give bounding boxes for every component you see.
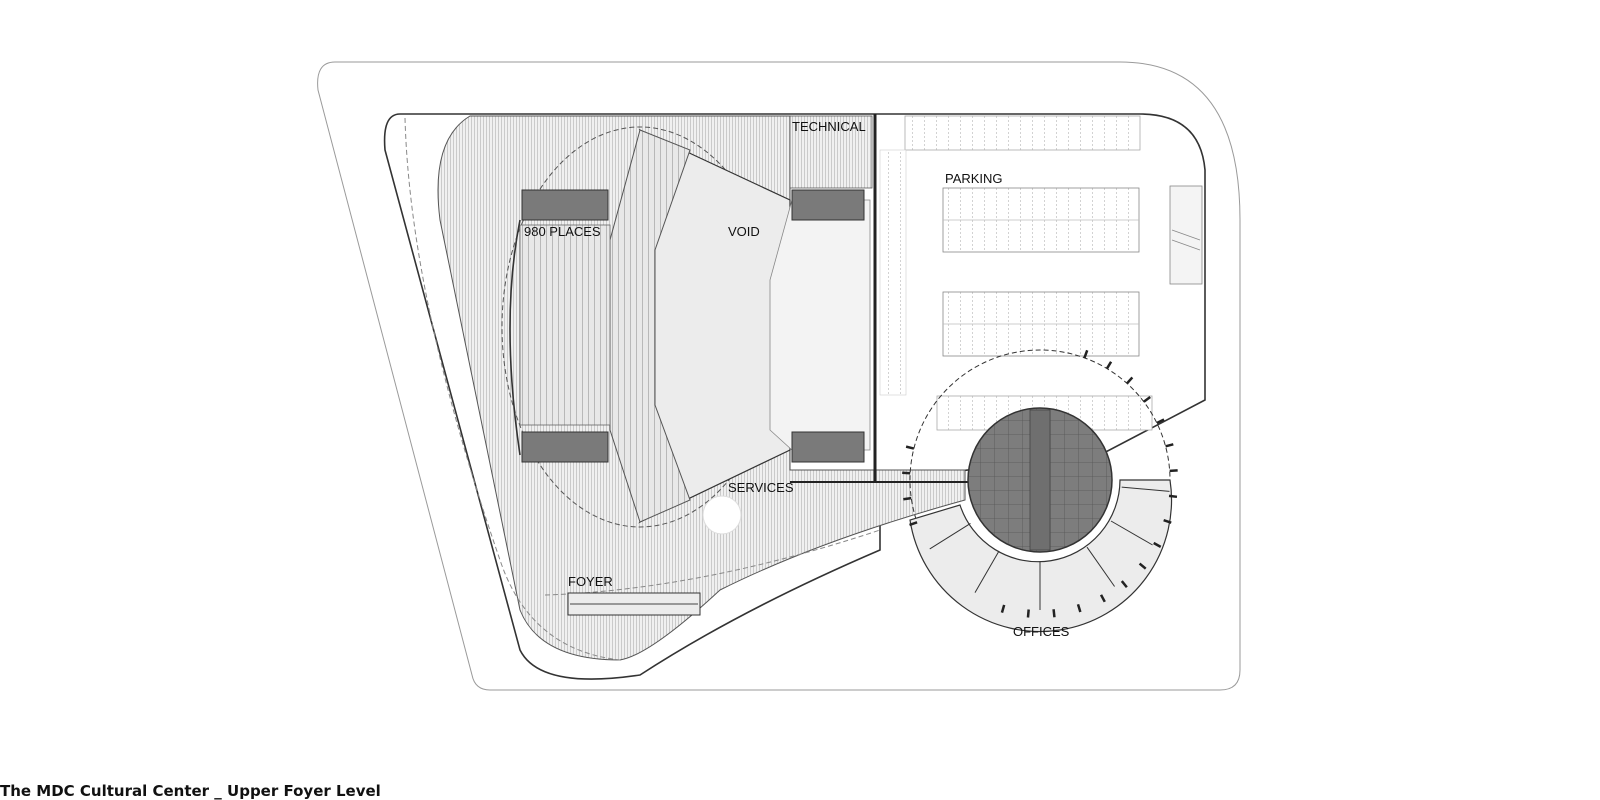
ring-tick xyxy=(1138,562,1147,570)
ring-tick xyxy=(1120,580,1128,589)
core-block-se xyxy=(791,431,865,463)
ring-tick xyxy=(1052,609,1056,618)
ring-tick xyxy=(903,496,912,501)
ring-tick xyxy=(1083,349,1089,359)
inner-curve xyxy=(404,117,621,661)
ring-tick xyxy=(1168,494,1178,499)
parking-ramp-line-1 xyxy=(1171,239,1201,251)
technical-area xyxy=(789,115,873,189)
seating-block xyxy=(519,224,611,426)
ring-tick xyxy=(1163,518,1172,524)
ring-tick xyxy=(1143,395,1151,403)
light-well xyxy=(702,495,742,535)
parking-left-strip xyxy=(879,149,907,396)
label-technical: TECHNICAL xyxy=(792,119,866,134)
label-foyer: FOYER xyxy=(568,574,613,589)
ring-tick xyxy=(1165,443,1174,448)
ring-tick xyxy=(1169,469,1178,473)
parking-ramp-top xyxy=(904,115,1141,151)
site-boundary xyxy=(317,61,1241,691)
core-block-sw xyxy=(521,431,609,463)
ring-tick xyxy=(1026,609,1030,618)
office-partition xyxy=(1086,546,1115,587)
parking-ramp-line-2 xyxy=(1171,229,1201,241)
ring-tick xyxy=(909,521,918,527)
ring-ticks xyxy=(902,349,1178,618)
core-block-ne xyxy=(791,189,865,221)
office-partitions xyxy=(929,486,1170,610)
label-parking: PARKING xyxy=(945,171,1003,186)
office-partition xyxy=(1110,520,1153,546)
label-offices: OFFICES xyxy=(1013,624,1070,639)
office-partition xyxy=(1121,486,1170,492)
office-partition xyxy=(974,550,1000,593)
ring-tick xyxy=(1156,418,1165,425)
ring-tick xyxy=(1076,603,1082,613)
auditorium-back-wall xyxy=(509,219,521,456)
label-places: 980 PLACES xyxy=(524,224,601,239)
label-services: SERVICES xyxy=(728,480,794,495)
ring-tick xyxy=(1099,594,1106,603)
offices-core-spine xyxy=(1029,409,1051,551)
stage-area xyxy=(769,199,871,451)
ring-tick xyxy=(1153,541,1162,548)
ring-tick xyxy=(1000,604,1006,613)
ring-tick xyxy=(1105,361,1113,370)
office-partition xyxy=(929,523,971,550)
label-void: VOID xyxy=(728,224,760,239)
core-block-nw xyxy=(521,189,609,221)
plan-caption: The MDC Cultural Center _ Upper Foyer Le… xyxy=(0,782,381,800)
ring-tick xyxy=(905,445,915,450)
ring-tick xyxy=(1126,376,1134,385)
